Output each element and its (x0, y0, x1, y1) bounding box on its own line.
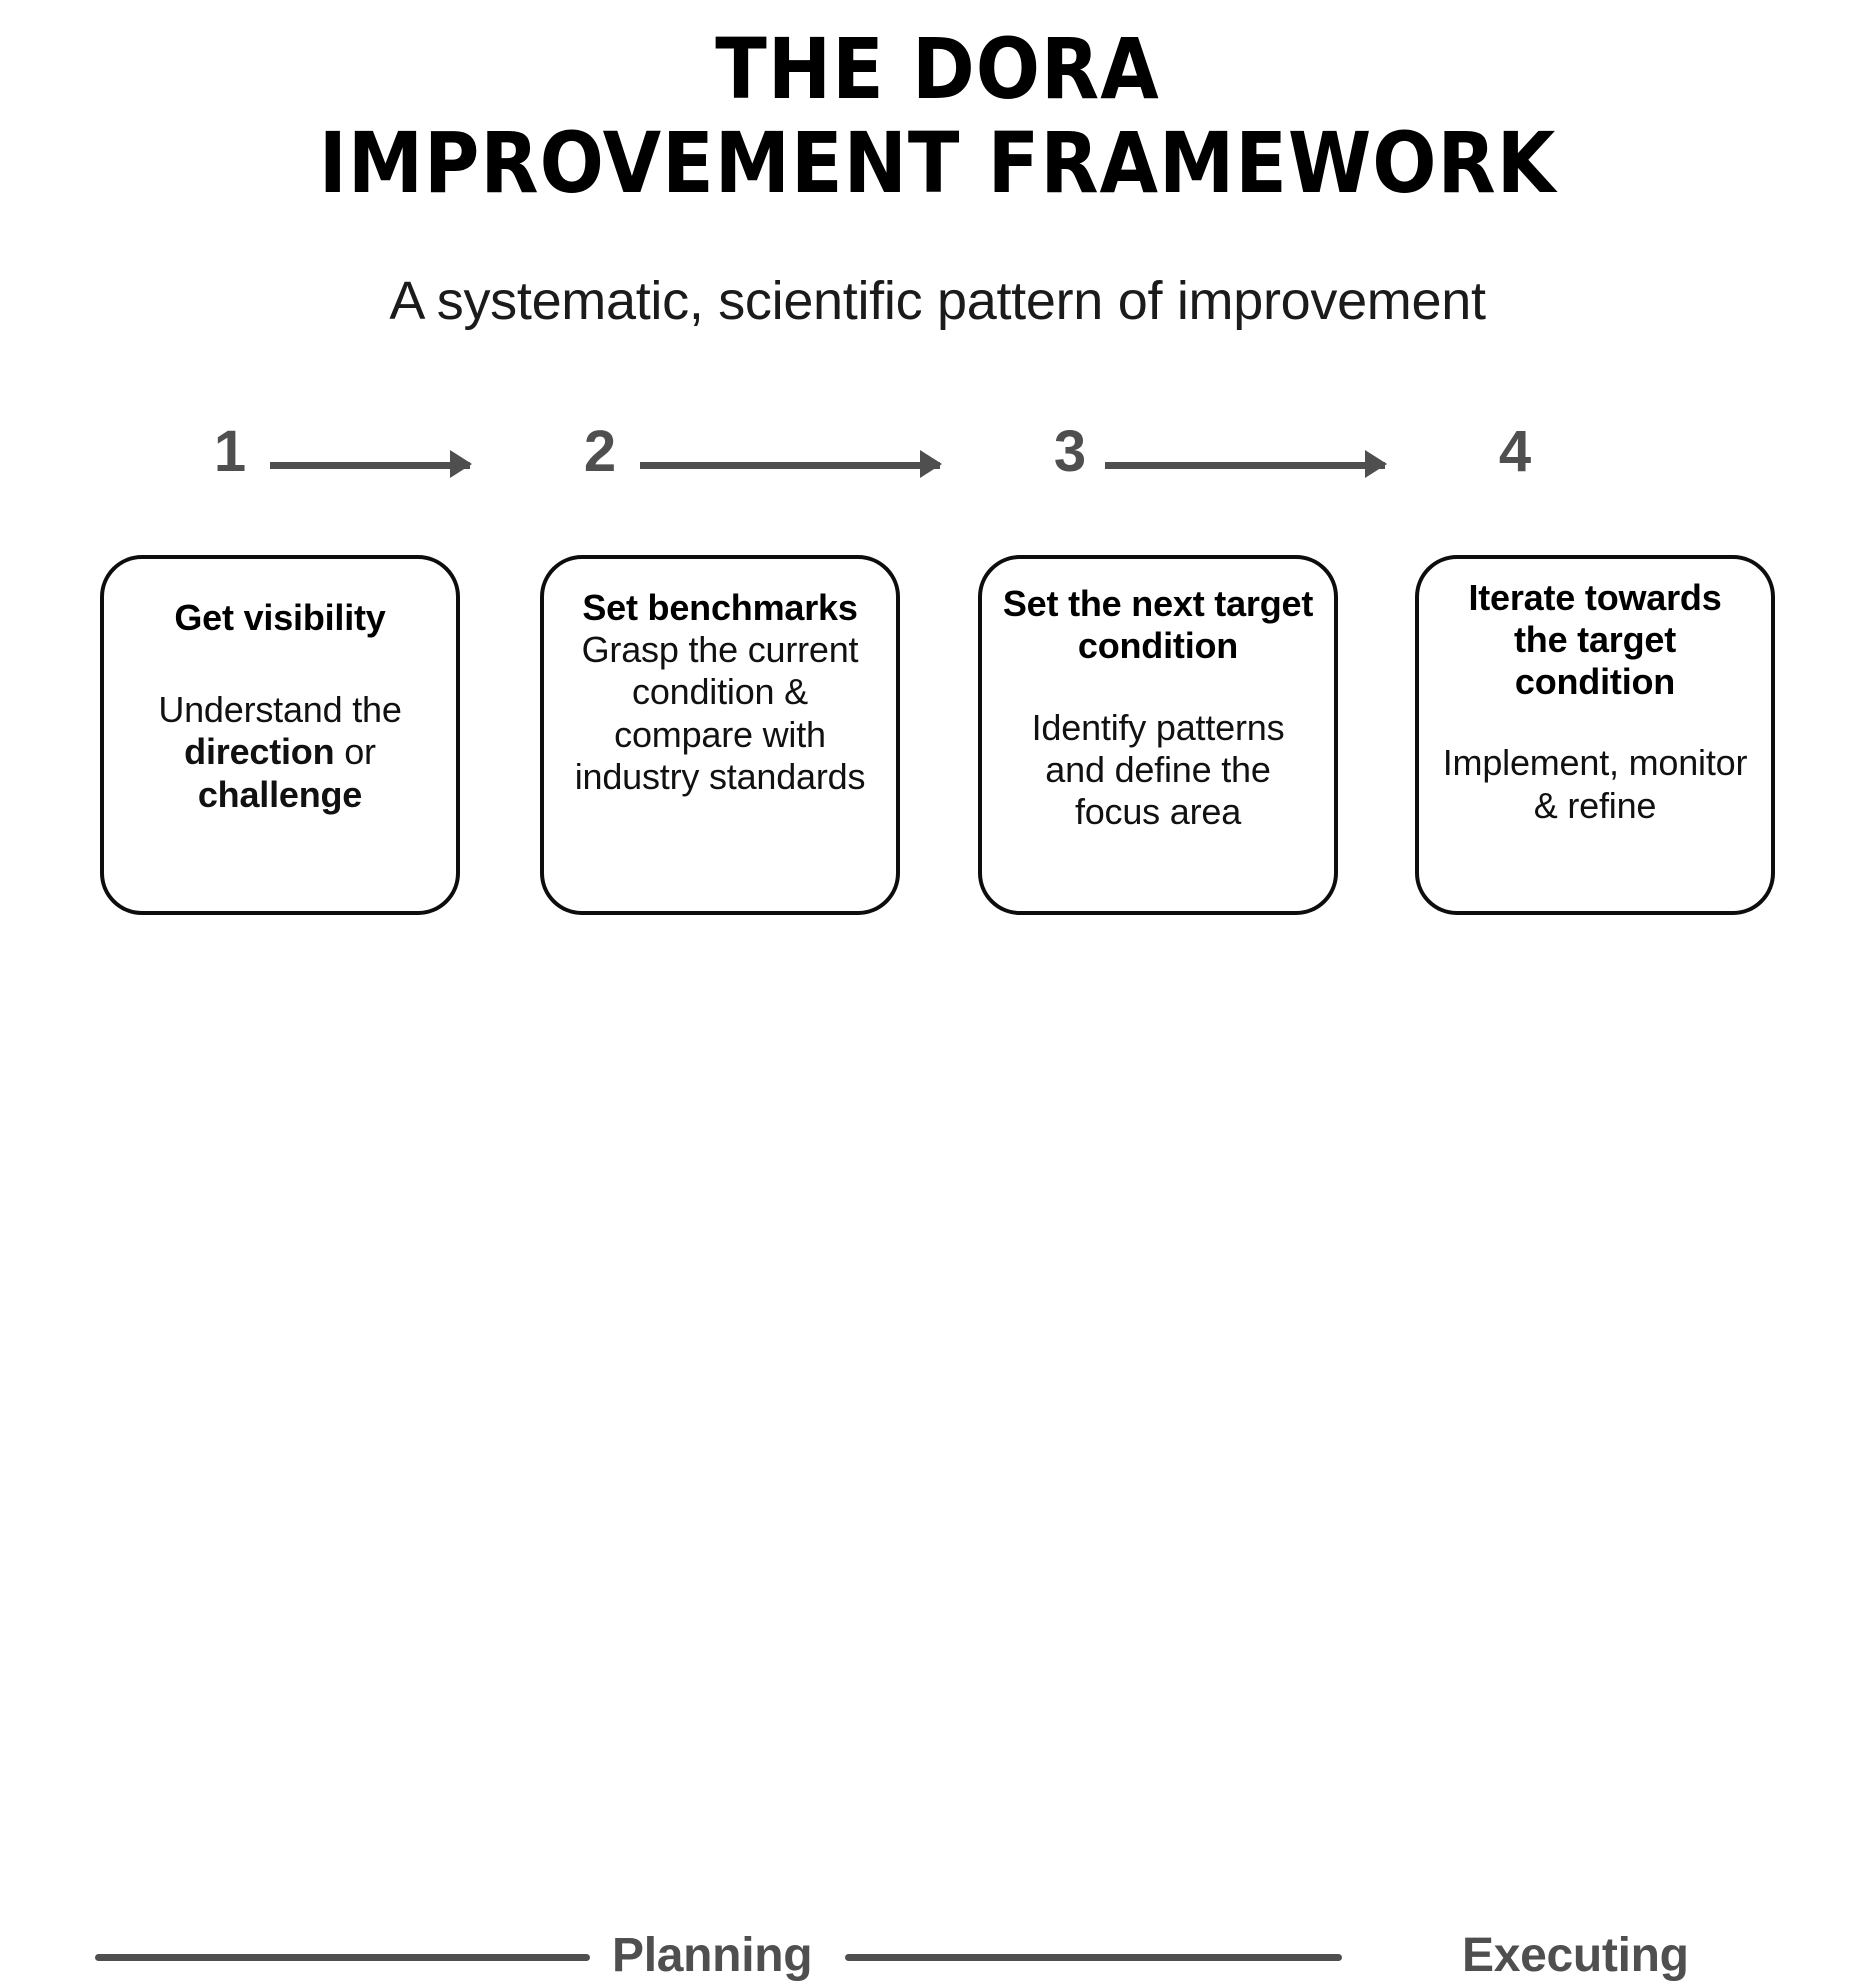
step-number-4: 4 (1498, 419, 1532, 484)
step-card-4-body: Implement, monitor & refine (1442, 742, 1748, 826)
arrow-head (450, 450, 472, 478)
arrow-head (920, 450, 942, 478)
page-title-line-1: THE DORA (715, 20, 1160, 118)
phase-strip: Planning Executing (0, 960, 1875, 1982)
step-card-3-body: Identify patterns and define the focus a… (1031, 706, 1285, 833)
arrow-shaft (270, 462, 470, 469)
step-card-1: Get visibility Understand the direction … (100, 555, 460, 915)
step-card-4-title: Iterate towards the target condition (1468, 577, 1722, 702)
step-card-1-title: Get visibility (174, 597, 386, 638)
step-card-3: Set the next target condition Identify p… (978, 555, 1338, 915)
step-card-4: Iterate towards the target condition Imp… (1415, 555, 1775, 915)
step-card-2-title: Set benchmarks (582, 587, 858, 628)
page-title-line-2: IMPROVEMENT FRAMEWORK (318, 114, 1557, 213)
page-title: THE DORA IMPROVEMENT FRAMEWORK (0, 22, 1875, 210)
step-card-1-body: Understand the direction or challenge (158, 688, 402, 815)
step-number-2: 2 (583, 419, 617, 484)
step-sequence-strip: 1 2 3 4 (200, 420, 1630, 490)
step-card-3-title: Set the next target condition (1002, 583, 1314, 666)
step-card-2: Set benchmarks Grasp the current conditi… (540, 555, 900, 915)
step-number-1: 1 (213, 419, 247, 484)
arrow-right-icon-3 (1105, 450, 1387, 478)
phase-label-planning: Planning (612, 1929, 813, 1982)
arrow-shaft (640, 462, 940, 469)
phase-label-executing: Executing (1462, 1929, 1689, 1982)
arrow-right-icon-1 (270, 450, 472, 478)
arrow-right-icon-2 (640, 450, 942, 478)
arrow-shaft (1105, 462, 1385, 469)
phase-divider-line-left (95, 1954, 590, 1961)
step-card-2-body: Grasp the current condition & compare wi… (574, 628, 866, 798)
page-subtitle: A systematic, scientific pattern of impr… (389, 271, 1486, 331)
step-number-3: 3 (1053, 419, 1087, 484)
phase-divider-line-right (845, 1954, 1342, 1961)
arrow-head (1365, 450, 1387, 478)
